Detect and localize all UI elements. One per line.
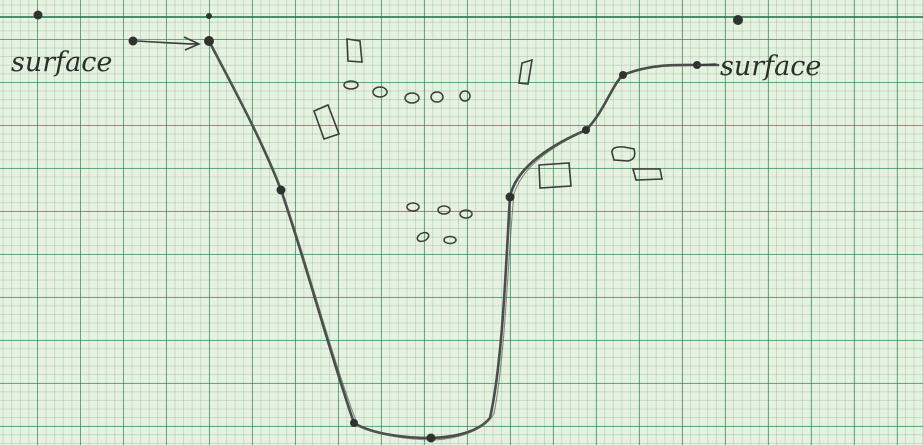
debris-block [611,146,636,162]
reference-dot [33,10,43,20]
right-surface-leader [696,63,717,66]
survey-point [619,71,627,79]
survey-point [276,185,286,195]
survey-points [128,36,701,443]
pebble [459,90,471,102]
pebble [430,91,444,103]
debris-block [312,103,341,141]
valley-profile-line-trace [212,46,591,441]
pebble [404,92,420,104]
debris-blocks [312,38,663,189]
right-surface-label: surface [720,51,821,82]
pebble [343,80,359,90]
reference-dot [206,13,212,19]
valley-profile-line [207,39,720,440]
debris-block [538,162,572,189]
survey-point [350,419,358,427]
survey-point [426,433,436,443]
pebble [406,202,420,212]
pebble [416,231,430,243]
survey-point [505,192,515,202]
survey-point [204,36,214,46]
debris-block [346,38,363,63]
survey-point [582,126,590,134]
left-surface-arrow [135,36,201,51]
left-surface-label: surface [11,47,112,78]
reference-dot [733,15,743,25]
pebble [459,209,473,219]
debris-block [631,168,663,181]
survey-point [128,36,138,46]
pebble [443,235,457,245]
pebble [437,205,451,215]
debris-block [518,58,534,85]
debris-pebbles [343,80,473,245]
pebble [372,86,388,98]
